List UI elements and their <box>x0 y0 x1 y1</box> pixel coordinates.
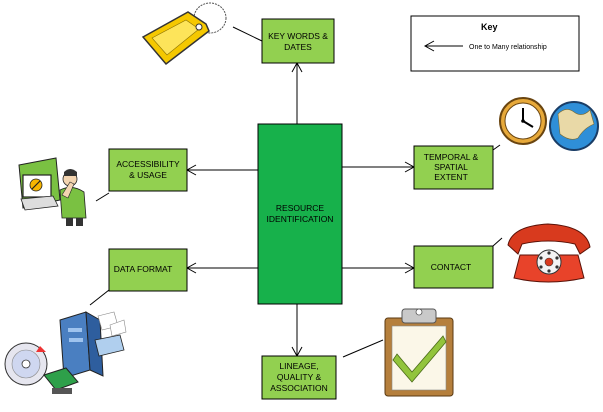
clock-globe-icon <box>499 97 599 151</box>
data-format-box: DATA FORMAT <box>108 248 188 292</box>
lineage-label-line1: LINEAGE, <box>279 361 318 371</box>
leader-phone <box>492 237 503 247</box>
legend-title: Key <box>481 22 498 32</box>
leader-tag <box>232 26 263 42</box>
data-devices-icon <box>4 311 127 394</box>
keywords-label-line1: KEY WORDS & <box>268 31 328 41</box>
price-tag-icon <box>141 2 227 66</box>
keywords-label-line2: DATES <box>284 42 312 52</box>
clipboard-check-icon <box>384 308 454 397</box>
lineage-quality-box: LINEAGE, QUALITY & ASSOCIATION <box>261 355 337 400</box>
contact-box: CONTACT <box>413 245 494 289</box>
center-label-line1: RESOURCE <box>276 203 325 213</box>
dataformat-label: DATA FORMAT <box>114 264 173 274</box>
temporal-spatial-box: TEMPORAL & SPATIAL EXTENT <box>413 145 494 190</box>
leader-clock <box>492 144 501 151</box>
person-computer-icon <box>18 157 87 226</box>
contact-label: CONTACT <box>431 262 471 272</box>
temporal-label-line1: TEMPORAL & <box>424 152 479 162</box>
legend-crowfoot <box>423 40 435 52</box>
resource-identification-box: RESOURCE IDENTIFICATION <box>257 123 343 305</box>
lineage-label-line2: QUALITY & <box>277 372 322 382</box>
accessibility-label-line2: & USAGE <box>129 170 167 180</box>
legend-entry: One to Many relationship <box>469 44 547 51</box>
legend-key: Key One to Many relationship <box>410 15 580 72</box>
keywords-dates-box: KEY WORDS & DATES <box>261 18 335 64</box>
temporal-label-line3: EXTENT <box>434 172 468 182</box>
leader-clipboard <box>342 339 384 358</box>
accessibility-label-line1: ACCESSIBILITY <box>116 159 180 169</box>
leader-devices <box>89 289 110 306</box>
accessibility-usage-box: ACCESSIBILITY & USAGE <box>108 148 188 192</box>
telephone-icon <box>507 223 591 283</box>
leader-person <box>95 192 110 202</box>
lineage-label-line3: ASSOCIATION <box>270 383 327 393</box>
connectors <box>89 26 503 358</box>
temporal-label-line2: SPATIAL <box>434 162 468 172</box>
center-label-line2: IDENTIFICATION <box>267 214 334 224</box>
